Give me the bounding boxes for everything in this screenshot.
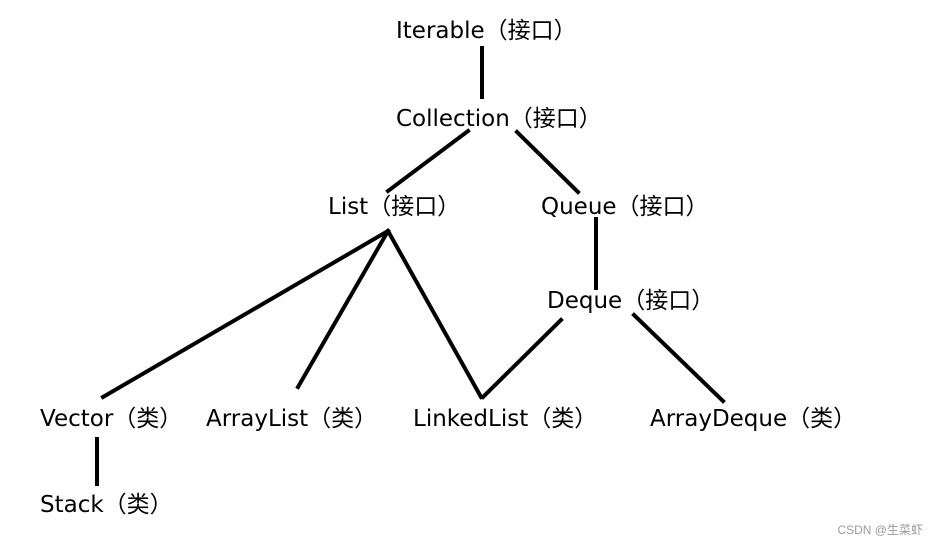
edge-collection-to-list [385, 128, 471, 194]
node-collection: Collection（接口） [396, 106, 602, 132]
edge-list-to-arraylist [295, 228, 391, 390]
node-list: List（接口） [328, 194, 461, 220]
watermark: CSDN @生菜虾 [837, 523, 923, 537]
node-iterable: Iterable（接口） [396, 18, 577, 44]
edge-deque-to-arraydeque [631, 312, 726, 404]
node-arraydeque: ArrayDeque（类） [650, 406, 857, 432]
node-vector: Vector（类） [40, 406, 183, 432]
edge-list-to-vector [100, 228, 391, 400]
node-arraylist: ArrayList（类） [206, 406, 378, 432]
edge-collection-to-queue [514, 129, 581, 195]
node-deque: Deque（接口） [547, 288, 715, 314]
node-queue: Queue（接口） [541, 194, 709, 220]
node-linkedlist: LinkedList（类） [413, 406, 598, 432]
node-stack: Stack（类） [40, 492, 173, 518]
edge-list-to-linkedlist [385, 228, 484, 400]
edge-deque-to-linkedlist [480, 317, 564, 400]
